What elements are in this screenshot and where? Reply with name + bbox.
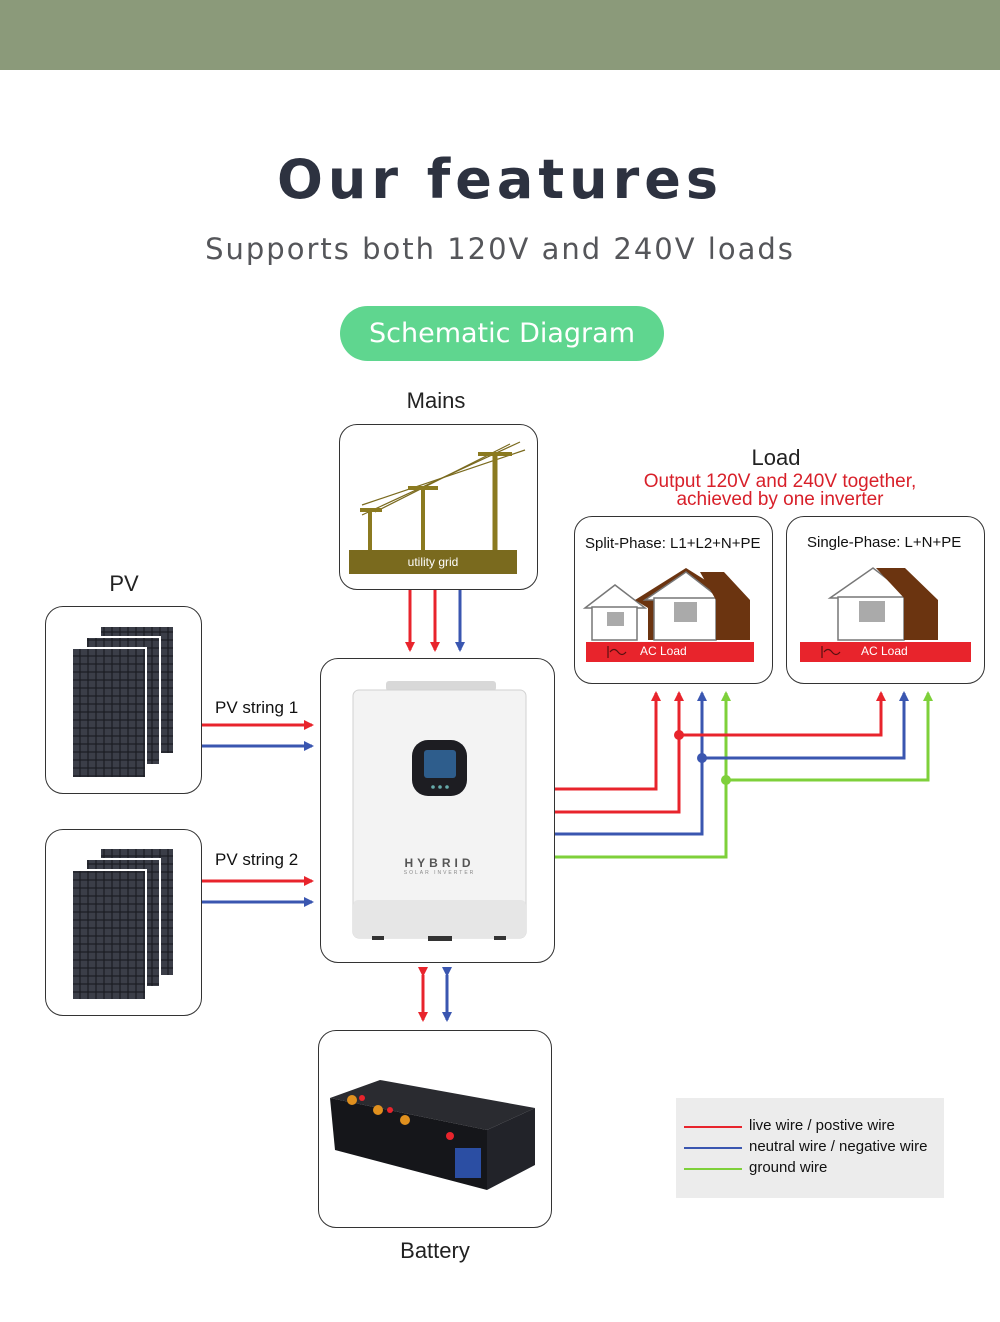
pv-array-1 [71,625,175,779]
ac-load-label-split: AC Load [640,644,687,658]
page-subtitle: Supports both 120V and 240V loads [205,232,795,266]
load-note-line-1: Output 120V and 240V together, [643,471,917,492]
legend-label-live: live wire / postive wire [749,1117,895,1134]
battery-illustration [330,1080,535,1190]
load-wires [555,691,933,859]
ac-load-label-single: AC Load [861,644,908,658]
mains-wires [405,590,465,652]
pv-wires [202,720,314,907]
utility-grid-illustration [349,441,526,574]
legend-swatch-neutral [684,1147,742,1149]
top-banner [0,0,1000,70]
inverter-subtitle: SOLAR INVERTER [403,870,476,876]
single-phase-label: Single-Phase: L+N+PE [807,534,962,551]
battery-wires [418,967,452,1022]
load-note-line-2: achieved by one inverter [676,489,884,510]
pv-string-2-label: PV string 2 [215,850,299,869]
junction-ground [721,775,731,785]
legend-label-ground: ground wire [749,1159,828,1176]
legend-swatch-live [684,1126,742,1128]
split-phase-houses [582,568,754,662]
utility-grid-label: utility grid [407,555,459,569]
load-label: Load [751,445,801,470]
junction-live [674,730,684,740]
page-title: Our features [277,148,723,211]
single-phase-house [800,567,971,662]
split-phase-label: Split-Phase: L1+L2+N+PE [585,535,761,552]
ac-symbols [607,646,841,658]
junction-neutral [697,753,707,763]
legend-swatch-ground [684,1168,742,1170]
schematic-badge: Schematic Diagram [340,306,664,361]
legend-label-neutral: neutral wire / negative wire [749,1138,928,1155]
pv-label: PV [109,571,139,596]
pv-array-2 [71,847,175,1001]
legend: live wire / postive wire neutral wire / … [676,1098,944,1198]
inverter-illustration [352,681,527,941]
mains-label: Mains [406,388,466,413]
inverter-brand: HYBRID [404,856,475,870]
pv-string-1-label: PV string 1 [215,698,299,717]
battery-label: Battery [400,1238,470,1263]
